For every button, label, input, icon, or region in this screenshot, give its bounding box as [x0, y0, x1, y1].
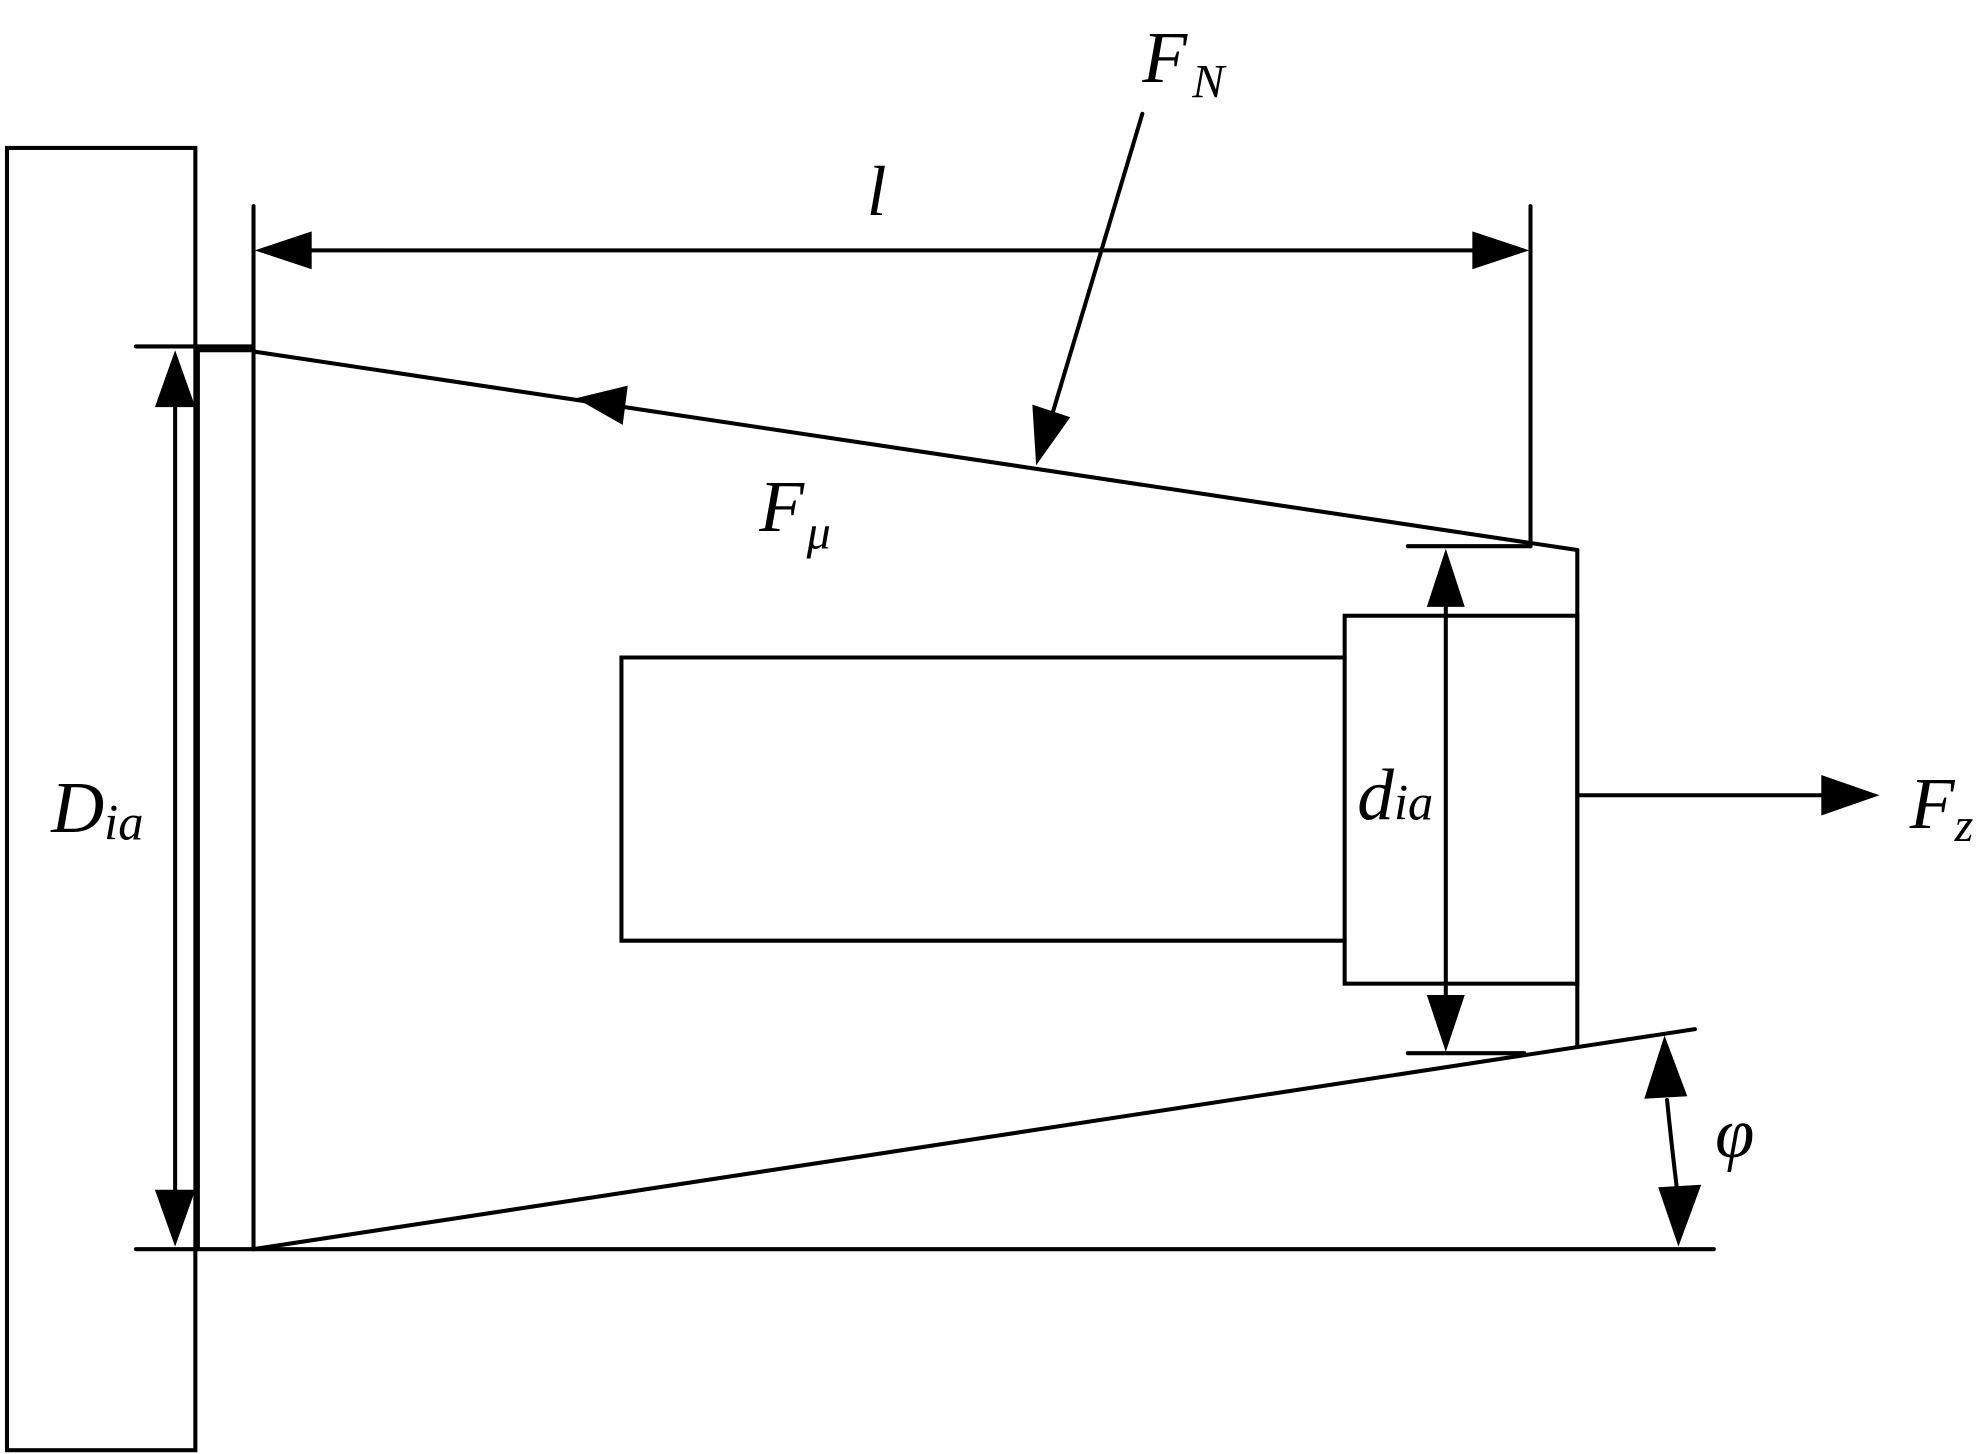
normal-force-line [1045, 111, 1145, 432]
shaft-body [619, 655, 1347, 943]
friction-force-arrow [575, 385, 628, 425]
normal-force-arrow [1032, 404, 1071, 466]
label-axial-force: Fz [1909, 763, 1974, 852]
angle-phi-arrow-up [1644, 1035, 1688, 1099]
label-inner-diameter: dia [1357, 754, 1433, 835]
wall-block [4, 145, 198, 1453]
label-angle: φ [1715, 1095, 1754, 1173]
dim-d-arrow-up [1426, 548, 1465, 607]
label-friction-force: Fμ [758, 466, 830, 560]
hub-body [1342, 613, 1580, 986]
cone-upper-edge [251, 349, 1580, 553]
dim-l-arrow-left [254, 231, 312, 270]
label-length: l [867, 153, 887, 231]
dim-D-arrow-up [154, 350, 196, 408]
dim-l-arrow-right [1472, 231, 1530, 270]
label-outer-diameter: Dia [50, 767, 143, 851]
cone-lower-edge [251, 1027, 1697, 1252]
dim-d-arrow-down [1426, 995, 1465, 1052]
axial-force-arrow [1821, 775, 1880, 816]
angle-phi-arc [1665, 1097, 1681, 1204]
angle-phi-arrow-down [1658, 1184, 1702, 1247]
dim-D-arrow-down [154, 1189, 196, 1247]
